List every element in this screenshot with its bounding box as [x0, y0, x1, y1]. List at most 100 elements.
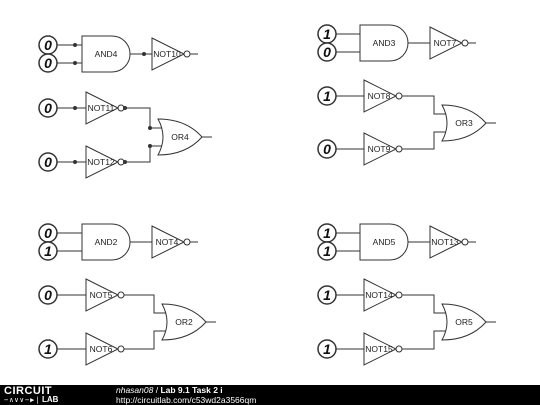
not-gate-label: NOT5	[90, 290, 113, 300]
junction-dot	[148, 144, 152, 148]
not-gate-body	[363, 132, 398, 166]
logic-input-source[interactable]: 1	[38, 339, 58, 359]
not-gate-label: NOT7	[434, 38, 457, 48]
or-gate-body	[441, 104, 487, 142]
logic-input-source[interactable]: 1	[317, 285, 337, 305]
author-link[interactable]: nhasan08	[116, 385, 154, 395]
input-value: 1	[323, 243, 331, 259]
footer-meta: nhasan08 / Lab 9.1 Task 2 i http://circu…	[116, 385, 257, 405]
input-value: 0	[44, 100, 52, 116]
logic-input-source[interactable]: 0	[38, 152, 58, 172]
or-input-wire	[402, 131, 446, 150]
logic-input-source[interactable]: 1	[317, 339, 337, 359]
not-gate-body	[85, 91, 120, 125]
not-gate-label: NOT6	[90, 344, 113, 354]
not-gate-body	[363, 332, 398, 366]
not-gate-label: NOT11	[88, 103, 115, 113]
junction-dot	[123, 160, 127, 164]
not-gate[interactable]	[363, 278, 403, 312]
logic-input-source[interactable]: 1	[38, 241, 58, 261]
logo-circuit-glyphs: −∧∨∨−▶|	[4, 396, 41, 404]
or-gate-label: OR2	[175, 317, 193, 327]
input-value: 1	[44, 341, 52, 357]
not-gate-label: NOT13	[431, 237, 459, 247]
or-gate[interactable]	[441, 104, 487, 142]
and-gate-body	[81, 35, 131, 73]
or-gate-label: OR3	[455, 118, 473, 128]
junction-dot	[148, 126, 152, 130]
logo-lab: LAB	[42, 395, 59, 404]
inverter-bubble	[183, 238, 191, 246]
or-input-wire	[402, 294, 446, 314]
logic-input-source[interactable]: 0	[317, 139, 337, 159]
not-gate-label: NOT10	[153, 49, 181, 59]
input-value: 1	[323, 225, 331, 241]
and-gate[interactable]	[359, 24, 409, 62]
inverter-bubble	[183, 50, 191, 58]
not-gate-label: NOT4	[156, 237, 179, 247]
circuitlab-logo[interactable]: CIRCUIT −∧∨∨−▶| LAB	[4, 385, 92, 405]
not-gate-body	[363, 278, 398, 312]
logic-input-source[interactable]: 0	[317, 42, 337, 62]
or-input-wire	[124, 107, 162, 129]
input-value: 1	[323, 26, 331, 42]
or-input-wire	[402, 330, 446, 350]
logic-input-source[interactable]: 0	[38, 285, 58, 305]
inverter-bubble	[461, 238, 469, 246]
not-gate[interactable]	[85, 332, 125, 366]
inverter-bubble	[395, 92, 403, 100]
logic-input-source[interactable]: 1	[317, 241, 337, 261]
not-gate[interactable]	[85, 278, 125, 312]
and-gate-label: AND3	[373, 38, 396, 48]
and-gate[interactable]	[81, 35, 131, 73]
logic-input-source[interactable]: 1	[317, 86, 337, 106]
circuit-title[interactable]: Lab 9.1 Task 2 i	[160, 385, 223, 395]
not-gate-body	[363, 79, 398, 113]
not-gate-body	[85, 278, 120, 312]
and-gate-label: AND4	[95, 49, 118, 59]
and-gate-label: AND5	[373, 237, 396, 247]
logic-input-source[interactable]: 1	[317, 223, 337, 243]
or-gate[interactable]	[161, 303, 207, 341]
or-gate[interactable]	[157, 118, 203, 156]
or-gate-label: OR5	[455, 317, 473, 327]
junction-dot	[73, 160, 77, 164]
junction-dot	[73, 106, 77, 110]
not-gate[interactable]	[363, 332, 403, 366]
inverter-bubble	[395, 145, 403, 153]
junction-dot	[73, 43, 77, 47]
circuit-url[interactable]: http://circuitlab.com/c53wd2a3566qm	[116, 394, 257, 405]
logic-input-source[interactable]: 0	[38, 35, 58, 55]
not-gate-label: NOT12	[87, 157, 115, 167]
logic-input-source[interactable]: 1	[317, 24, 337, 44]
input-value: 0	[44, 37, 52, 53]
not-gate[interactable]	[85, 91, 125, 125]
input-value: 0	[44, 287, 52, 303]
logic-input-source[interactable]: 0	[38, 223, 58, 243]
not-gate[interactable]	[363, 79, 403, 113]
footer-bar: CIRCUIT −∧∨∨−▶| LAB nhasan08 / Lab 9.1 T…	[0, 385, 540, 405]
input-value: 1	[323, 88, 331, 104]
not-gate-label: NOT15	[365, 344, 393, 354]
inverter-bubble	[395, 345, 403, 353]
junction-dot	[142, 52, 146, 56]
input-value: 1	[323, 341, 331, 357]
or-gate-body	[161, 303, 207, 341]
not-gate-body	[85, 332, 120, 366]
or-gate[interactable]	[441, 303, 487, 341]
and-gate-label: AND2	[95, 237, 118, 247]
not-gate-label: NOT8	[368, 91, 391, 101]
input-value: 1	[323, 287, 331, 303]
logic-input-source[interactable]: 0	[38, 98, 58, 118]
and-gate-body	[81, 223, 131, 261]
not-gate[interactable]	[85, 145, 125, 179]
and-gate[interactable]	[359, 223, 409, 261]
logo-wordmark: CIRCUIT	[4, 385, 53, 397]
input-value: 0	[44, 225, 52, 241]
input-value: 0	[323, 44, 331, 60]
or-input-wire	[124, 294, 166, 314]
input-value: 1	[44, 243, 52, 259]
logic-input-source[interactable]: 0	[38, 53, 58, 73]
and-gate[interactable]	[81, 223, 131, 261]
